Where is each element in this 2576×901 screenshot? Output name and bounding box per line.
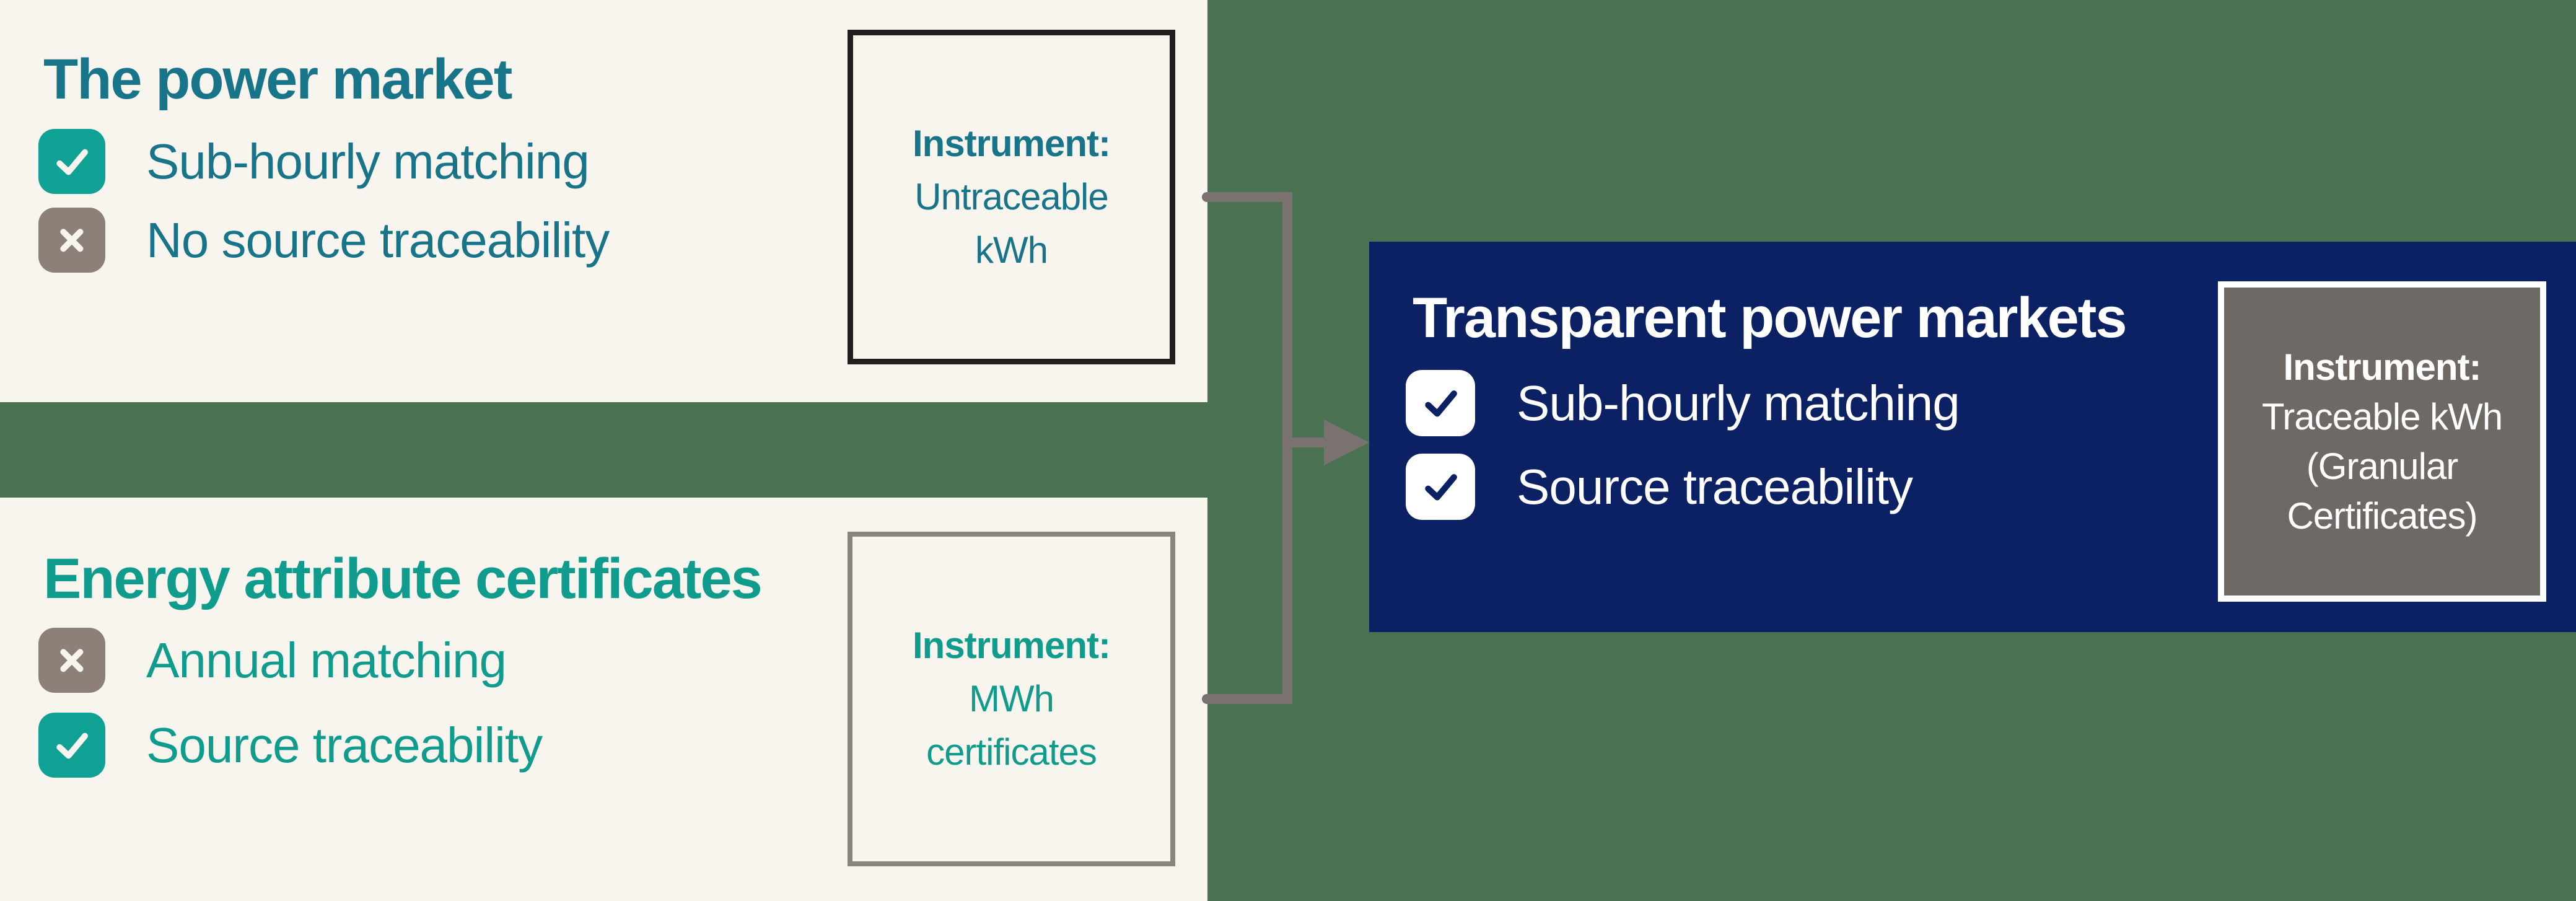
panel-energy-attribute-certificates: Energy attribute certificates Annual mat… xyxy=(0,498,1207,901)
check-icon xyxy=(1406,454,1475,520)
connector-line-bottom xyxy=(1202,694,1292,704)
instrument-box-mwh-certificates: Instrument: MWh certificates xyxy=(848,532,1175,866)
connector-line-top xyxy=(1202,192,1292,202)
check-icon xyxy=(38,713,105,778)
list-item: Sub-hourly matching xyxy=(1406,370,1960,436)
panel-energy-attribute-certificates-title: Energy attribute certificates xyxy=(43,547,763,610)
list-item: Sub-hourly matching xyxy=(38,129,590,194)
list-item-label: Sub-hourly matching xyxy=(1517,375,1960,431)
connector-line-vertical xyxy=(1282,192,1292,704)
instrument-value-line: kWh xyxy=(975,229,1048,271)
list-item-label: Sub-hourly matching xyxy=(146,133,590,189)
check-icon xyxy=(1406,370,1475,436)
panel-transparent-power-markets-title: Transparent power markets xyxy=(1413,286,2127,349)
instrument-box-untraceable-kwh: Instrument: Untraceable kWh xyxy=(848,30,1175,364)
list-item-label: Source traceability xyxy=(1517,459,1913,514)
list-item-label: No source traceability xyxy=(146,212,610,268)
instrument-box-traceable-kwh-granular-certificates: Instrument: Traceable kWh (Granular Cert… xyxy=(2218,281,2546,602)
instrument-label: Instrument: xyxy=(913,123,1111,164)
list-item: Source traceability xyxy=(38,713,543,778)
panel-power-market-title: The power market xyxy=(43,48,512,111)
instrument-value-line: Untraceable xyxy=(914,176,1109,218)
list-item: Source traceability xyxy=(1406,454,1913,520)
list-item: No source traceability xyxy=(38,208,610,273)
cross-icon xyxy=(38,208,105,273)
cross-icon xyxy=(38,628,105,693)
check-icon xyxy=(38,129,105,194)
list-item: Annual matching xyxy=(38,628,507,693)
instrument-value-line: Certificates) xyxy=(2287,494,2477,537)
instrument-value-line: MWh xyxy=(969,678,1054,719)
instrument-value-line: certificates xyxy=(926,731,1097,773)
arrow-shaft xyxy=(1282,437,1329,447)
instrument-value-line: Traceable kWh xyxy=(2261,395,2503,437)
list-item-label: Annual matching xyxy=(146,632,507,688)
list-item-label: Source traceability xyxy=(146,717,543,773)
instrument-value-line: (Granular xyxy=(2306,445,2458,487)
instrument-label: Instrument: xyxy=(913,625,1111,666)
arrow-right-icon xyxy=(1324,420,1369,465)
panel-power-market: The power market Sub-hourly matching No … xyxy=(0,0,1207,402)
instrument-label: Instrument: xyxy=(2283,346,2482,388)
